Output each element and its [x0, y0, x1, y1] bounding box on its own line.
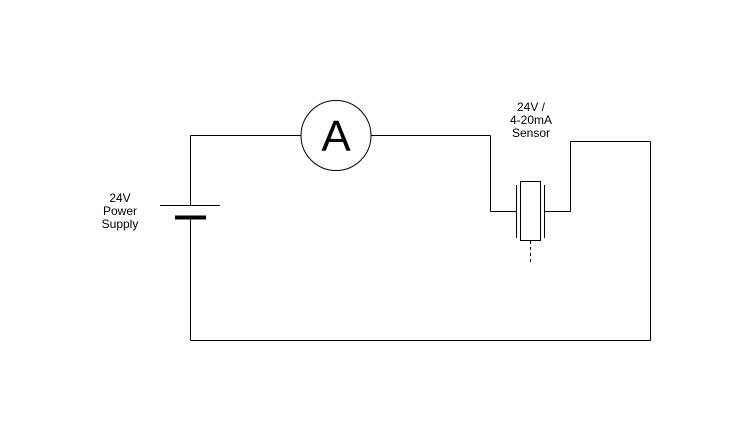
sensor-symbol [516, 181, 545, 264]
ammeter-letter: A [321, 112, 351, 161]
sensor-body [520, 181, 541, 241]
battery-symbol [160, 205, 220, 220]
power-supply-label-line: 24V [109, 191, 131, 205]
power-supply-label: 24V Power Supply [90, 192, 150, 231]
sensor-label-line: 24V / [516, 100, 546, 114]
sensor-label: 24V / 4-20mA Sensor [496, 101, 566, 140]
power-supply-label-line: Supply [101, 217, 139, 231]
sensor-label-line: Sensor [511, 126, 551, 140]
wires [190, 135, 651, 341]
power-supply-label-line: Power [102, 204, 137, 218]
ammeter: A [300, 100, 372, 171]
ammeter-circle [300, 100, 372, 171]
sensor-label-line: 4-20mA [509, 113, 553, 127]
